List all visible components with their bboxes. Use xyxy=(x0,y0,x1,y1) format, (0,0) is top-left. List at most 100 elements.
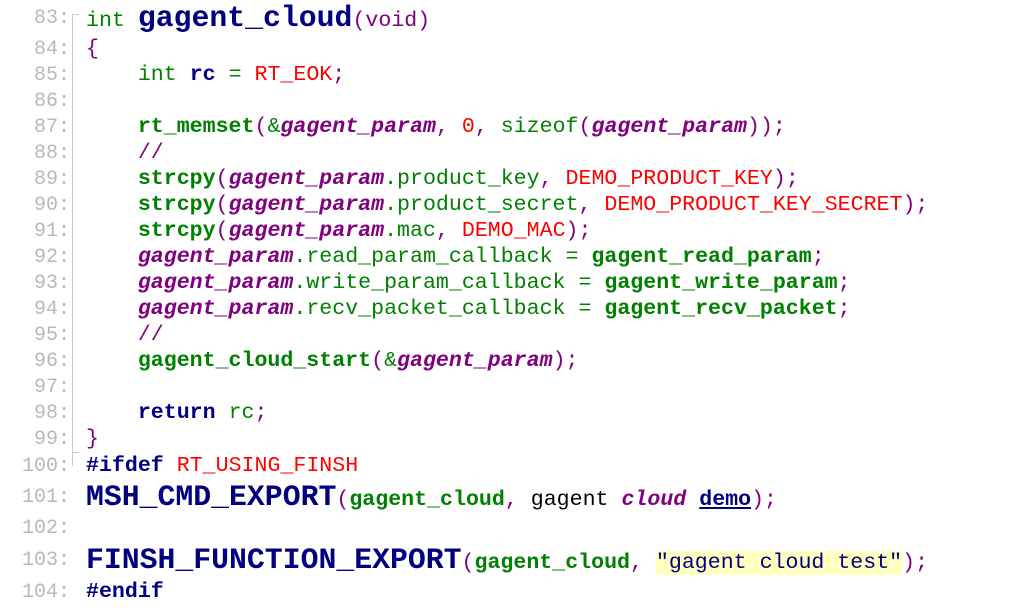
line-number: 95: xyxy=(33,323,70,347)
code-token: , xyxy=(474,115,501,139)
code-token: #ifdef xyxy=(86,454,164,478)
code-line[interactable]: 95: // xyxy=(0,322,1015,348)
code-token: FINSH_FUNCTION_EXPORT xyxy=(86,543,462,577)
code-token xyxy=(86,167,138,191)
code-token xyxy=(86,297,138,321)
code-token: gagent_cloud_start xyxy=(137,349,372,373)
code-token xyxy=(86,245,138,269)
code-token: gagent_param xyxy=(228,193,385,217)
line-number: 96: xyxy=(33,349,70,373)
code-text: // xyxy=(86,141,164,165)
code-text: #ifdef RT_USING_FINSH xyxy=(86,454,358,478)
code-token: gagent_write_param xyxy=(604,271,838,295)
code-token: return xyxy=(137,401,216,425)
code-token: #endif xyxy=(86,580,164,604)
code-token: gagent_param xyxy=(280,115,436,139)
line-number: 92: xyxy=(33,245,70,269)
code-text: gagent_param.recv_packet_callback = gage… xyxy=(86,297,851,321)
code-line[interactable]: 91: strcpy(gagent_param.mac, DEMO_MAC); xyxy=(0,218,1015,244)
code-line[interactable]: 100: #ifdef RT_USING_FINSH xyxy=(0,452,1015,480)
code-token: MSH_CMD_EXPORT xyxy=(86,480,337,514)
code-token: strcpy xyxy=(137,193,216,217)
gutter xyxy=(70,514,86,542)
code-text: } xyxy=(86,427,99,451)
code-line[interactable]: 84:{ xyxy=(0,36,1015,62)
code-token: ; xyxy=(811,245,825,269)
code-line[interactable]: 87: rt_memset(&gagent_param, 0, sizeof(g… xyxy=(0,114,1015,140)
code-line[interactable]: 102: xyxy=(0,514,1015,542)
code-token: gagent_cloud xyxy=(349,488,505,512)
code-token: gagent_param xyxy=(137,271,294,295)
gutter xyxy=(70,88,86,114)
gutter xyxy=(70,480,86,514)
code-line[interactable]: 88: // xyxy=(0,140,1015,166)
code-line[interactable]: 83:int gagent_cloud(void) xyxy=(0,0,1015,36)
code-token: gagent xyxy=(530,488,622,512)
code-text: int gagent_cloud(void) xyxy=(86,1,430,35)
code-token: gagent_param xyxy=(228,167,385,191)
code-text: MSH_CMD_EXPORT(gagent_cloud, gagent clou… xyxy=(86,480,777,514)
code-token: gagent_cloud xyxy=(137,1,353,35)
fold-marker[interactable] xyxy=(72,14,79,15)
code-line[interactable]: 98: return rc; xyxy=(0,400,1015,426)
code-token: gagent_param xyxy=(137,297,294,321)
code-token: , xyxy=(539,167,566,191)
code-line[interactable]: 99:} xyxy=(0,426,1015,452)
code-token: .product_key xyxy=(384,167,540,191)
line-number: 100: xyxy=(21,454,70,478)
code-text: return rc; xyxy=(86,401,268,425)
gutter xyxy=(70,0,86,36)
gutter xyxy=(70,578,86,606)
code-token: // xyxy=(137,141,164,165)
code-token: RT_EOK xyxy=(254,63,333,87)
code-token: .mac xyxy=(384,219,436,243)
code-line[interactable]: 89: strcpy(gagent_param.product_key, DEM… xyxy=(0,166,1015,192)
code-token: , xyxy=(630,551,656,575)
code-line[interactable]: 104: #endif xyxy=(0,578,1015,606)
gutter xyxy=(70,374,86,400)
fold-marker[interactable] xyxy=(72,452,79,453)
code-token: cloud xyxy=(621,488,687,512)
code-line[interactable]: 101:MSH_CMD_EXPORT(gagent_cloud, gagent … xyxy=(0,480,1015,514)
line-number: 103: xyxy=(21,548,70,572)
code-line[interactable]: 93: gagent_param.write_param_callback = … xyxy=(0,270,1015,296)
code-token xyxy=(86,323,138,347)
code-line[interactable]: 85: int rc = RT_EOK; xyxy=(0,62,1015,88)
code-line[interactable]: 92: gagent_param.read_param_callback = g… xyxy=(0,244,1015,270)
code-token: (void) xyxy=(352,9,431,33)
code-token xyxy=(86,271,138,295)
code-token: strcpy xyxy=(137,167,216,191)
code-text: gagent_param.read_param_callback = gagen… xyxy=(86,245,825,269)
line-number: 88: xyxy=(33,141,70,165)
code-line[interactable]: 103:FINSH_FUNCTION_EXPORT(gagent_cloud, … xyxy=(0,542,1015,578)
line-number: 97: xyxy=(33,375,70,399)
gutter xyxy=(70,166,86,192)
line-number: 104: xyxy=(21,580,70,604)
code-token: ); xyxy=(902,551,929,575)
code-text: #endif xyxy=(86,580,164,604)
code-line[interactable]: 97: xyxy=(0,374,1015,400)
code-token: 0 xyxy=(461,115,475,139)
code-token: , xyxy=(578,193,605,217)
code-token: ( xyxy=(254,115,268,139)
code-token: ); xyxy=(772,167,799,191)
code-token: DEMO_PRODUCT_KEY xyxy=(565,167,773,191)
code-line[interactable]: 86: xyxy=(0,88,1015,114)
code-token: ; xyxy=(837,271,851,295)
code-text: strcpy(gagent_param.mac, DEMO_MAC); xyxy=(86,219,592,243)
code-token: ( xyxy=(215,193,229,217)
gutter xyxy=(70,296,86,322)
gutter xyxy=(70,114,86,140)
code-line[interactable]: 94: gagent_param.recv_packet_callback = … xyxy=(0,296,1015,322)
code-line[interactable]: 90: strcpy(gagent_param.product_secret, … xyxy=(0,192,1015,218)
code-token: sizeof xyxy=(500,115,579,139)
code-token: .recv_packet_callback = xyxy=(293,297,605,321)
code-token: ; xyxy=(254,401,268,425)
code-token: // xyxy=(137,323,164,347)
code-token: , xyxy=(435,115,462,139)
code-token: , xyxy=(435,219,462,243)
code-token: .write_param_callback = xyxy=(293,271,605,295)
code-token: gagent_param xyxy=(591,115,747,139)
code-line[interactable]: 96: gagent_cloud_start(&gagent_param); xyxy=(0,348,1015,374)
